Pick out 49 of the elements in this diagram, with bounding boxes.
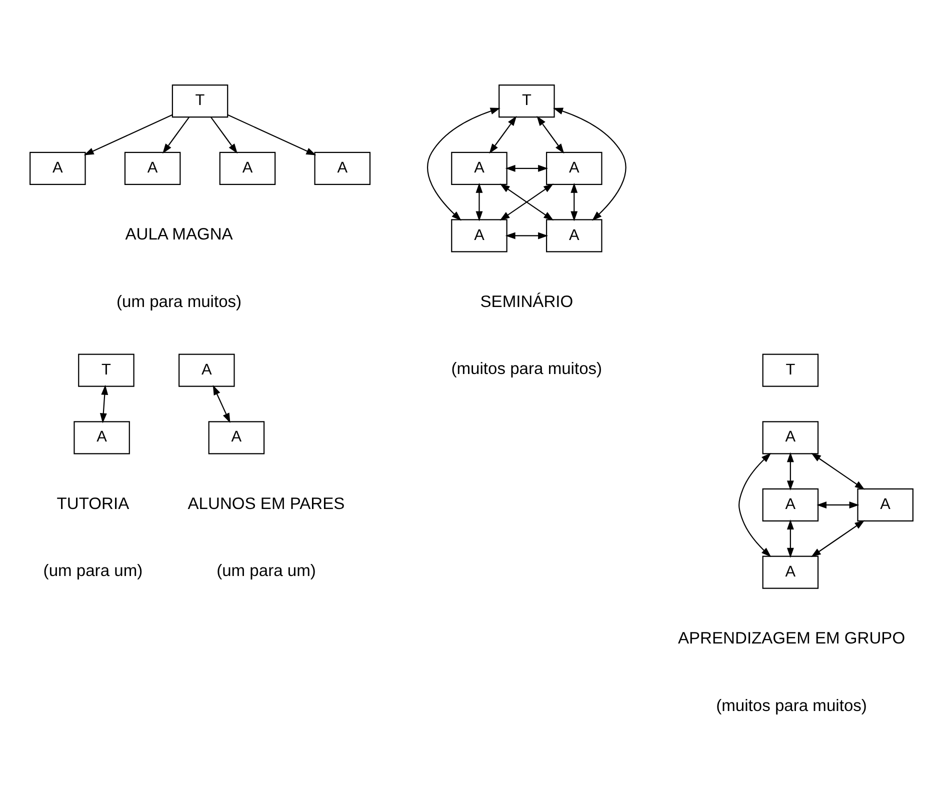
arrow	[786, 519, 794, 558]
label: APRENDIZAGEM EM GRUPO	[678, 628, 906, 647]
label: TUTORIA	[56, 493, 130, 512]
label: (muitos para muitos)	[451, 358, 602, 378]
label: (um para um)	[216, 560, 316, 580]
node-box: T	[78, 353, 134, 386]
node-box: A	[451, 218, 508, 252]
label: (um para um)	[43, 560, 143, 580]
label: AULA MAGNA	[125, 224, 233, 244]
label: (muitos para muitos)	[716, 695, 867, 714]
arrow	[505, 232, 548, 239]
arrow	[228, 114, 316, 155]
node-box: A	[74, 420, 130, 454]
node-box: A	[30, 151, 86, 184]
node-box: A	[546, 218, 602, 252]
arrow	[489, 115, 517, 154]
arrow	[816, 501, 860, 508]
arrow	[536, 115, 564, 154]
node-box: A	[762, 420, 819, 454]
arrow	[427, 107, 500, 220]
arrow	[100, 384, 108, 423]
node-box: A	[857, 488, 914, 522]
label: (um para muitos)	[116, 291, 242, 310]
arrow	[570, 182, 578, 221]
node-box: A	[219, 151, 276, 184]
node-box: T	[762, 353, 819, 386]
node-box: A	[208, 420, 265, 454]
arrow	[476, 182, 483, 221]
label: ALUNOS EM PARES	[188, 493, 345, 512]
node-box: A	[762, 488, 819, 522]
arrow	[210, 116, 238, 154]
arrow	[84, 114, 172, 155]
label: SEMINÁRIO	[480, 291, 574, 310]
node-box: A	[124, 151, 181, 184]
node-box: A	[546, 151, 602, 184]
arrow	[811, 452, 865, 490]
arrow	[162, 116, 190, 154]
arrow	[505, 164, 548, 172]
arrow	[738, 452, 772, 557]
node-box: A	[451, 151, 508, 184]
node-box: T	[172, 84, 228, 118]
arrow	[553, 107, 626, 220]
node-box: A	[314, 151, 371, 184]
node-box: A	[762, 555, 819, 588]
arrow	[786, 452, 794, 490]
arrow	[212, 384, 230, 423]
arrow	[810, 520, 865, 557]
node-box: T	[498, 84, 555, 118]
node-box: A	[178, 353, 235, 386]
